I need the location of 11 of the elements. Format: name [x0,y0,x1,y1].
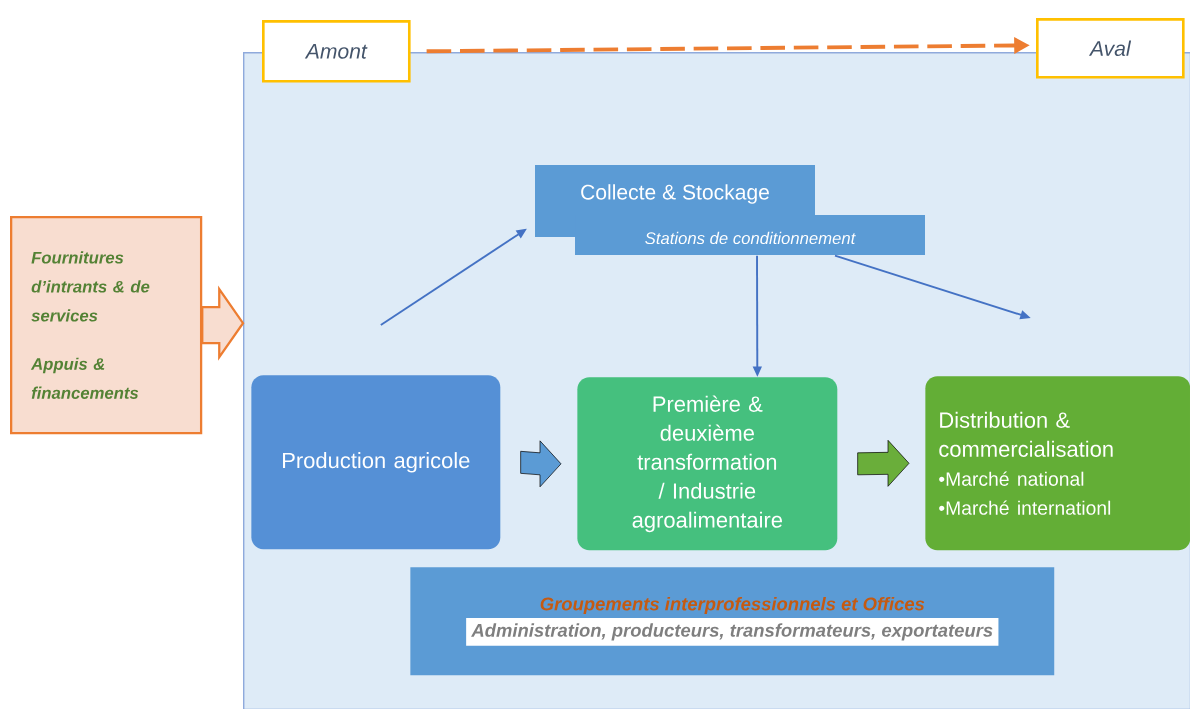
process-box: Première & deuxième transformation / Industrie agroalimentaire [577,377,838,551]
input-box: Fournitures d’intrants & de services Appuis & financements [10,216,203,435]
block-arrow [857,439,910,487]
stage-label-box: Aval [1036,18,1185,79]
stage-label-box: Amont [262,20,411,83]
process-box: Distribution & commercialisation •Marché national •Marché internationl [925,376,1190,551]
organization-box: Groupements interprofessionnels et Offices Administration, producteurs, transformateurs, exportateurs [410,567,1055,676]
collection-box: Collecte & Stockage Stations de conditionnement [535,165,925,255]
block-arrow [201,285,245,361]
process-box: Production agricole [251,375,501,550]
block-arrow [520,440,562,488]
